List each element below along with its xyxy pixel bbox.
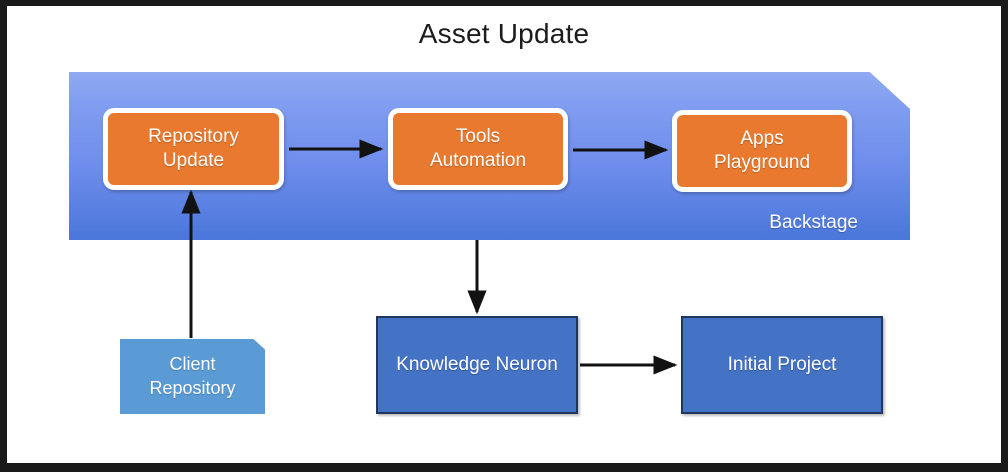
node-label-line1: Apps bbox=[740, 128, 784, 150]
backstage-label: Backstage bbox=[769, 212, 858, 233]
diagram-title: Asset Update bbox=[418, 18, 590, 49]
frame-border-bottom bbox=[0, 463, 1008, 472]
frame-border-top bbox=[0, 0, 1008, 6]
node-label-line2: Automation bbox=[429, 150, 527, 171]
node-label-line2: Playground bbox=[713, 152, 811, 173]
node-knowledge-neuron-label: Knowledge Neuron bbox=[396, 354, 558, 376]
frame-border-left bbox=[0, 0, 7, 472]
node-label-line2: Repository bbox=[149, 377, 236, 398]
node-repository-update-label: Repository Update bbox=[148, 125, 239, 173]
node-repository-update[interactable]: Repository Update bbox=[103, 108, 284, 190]
node-label-line1: Client bbox=[169, 354, 216, 375]
node-tools-automation[interactable]: Tools Automation bbox=[388, 108, 568, 190]
node-client-repository[interactable]: Client Repository bbox=[120, 339, 265, 414]
node-initial-project[interactable]: Initial Project bbox=[681, 316, 883, 414]
node-label-line1: Repository bbox=[148, 126, 239, 148]
node-label-line1: Tools bbox=[455, 126, 501, 148]
node-initial-project-label: Initial Project bbox=[727, 354, 837, 376]
node-apps-playground[interactable]: Apps Playground bbox=[672, 110, 852, 192]
node-label-line2: Update bbox=[162, 150, 225, 171]
frame-border-right bbox=[1001, 0, 1008, 472]
node-tools-automation-label: Tools Automation bbox=[430, 125, 526, 173]
node-client-repository-label: Client Repository bbox=[149, 353, 235, 400]
node-apps-playground-label: Apps Playground bbox=[714, 127, 810, 175]
node-knowledge-neuron[interactable]: Knowledge Neuron bbox=[376, 316, 578, 414]
